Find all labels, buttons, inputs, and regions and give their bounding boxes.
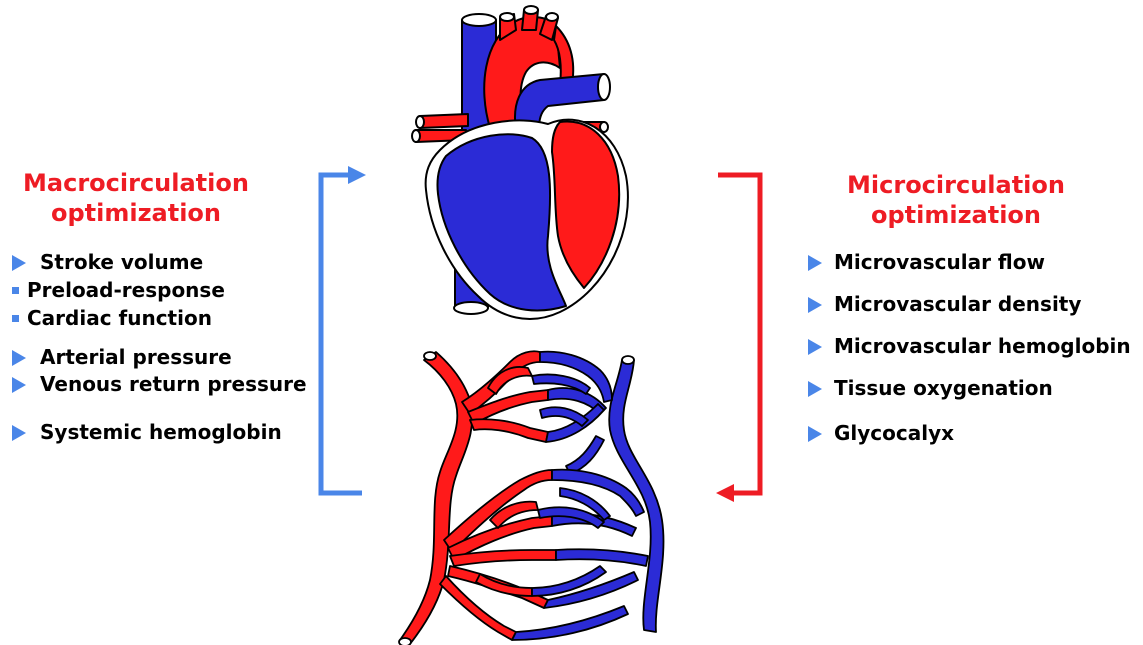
heart-icon: [412, 6, 628, 319]
capillary-network-icon: [399, 351, 664, 645]
macro-bracket-arrow: [321, 166, 366, 493]
micro-bracket-arrow: [716, 175, 760, 502]
